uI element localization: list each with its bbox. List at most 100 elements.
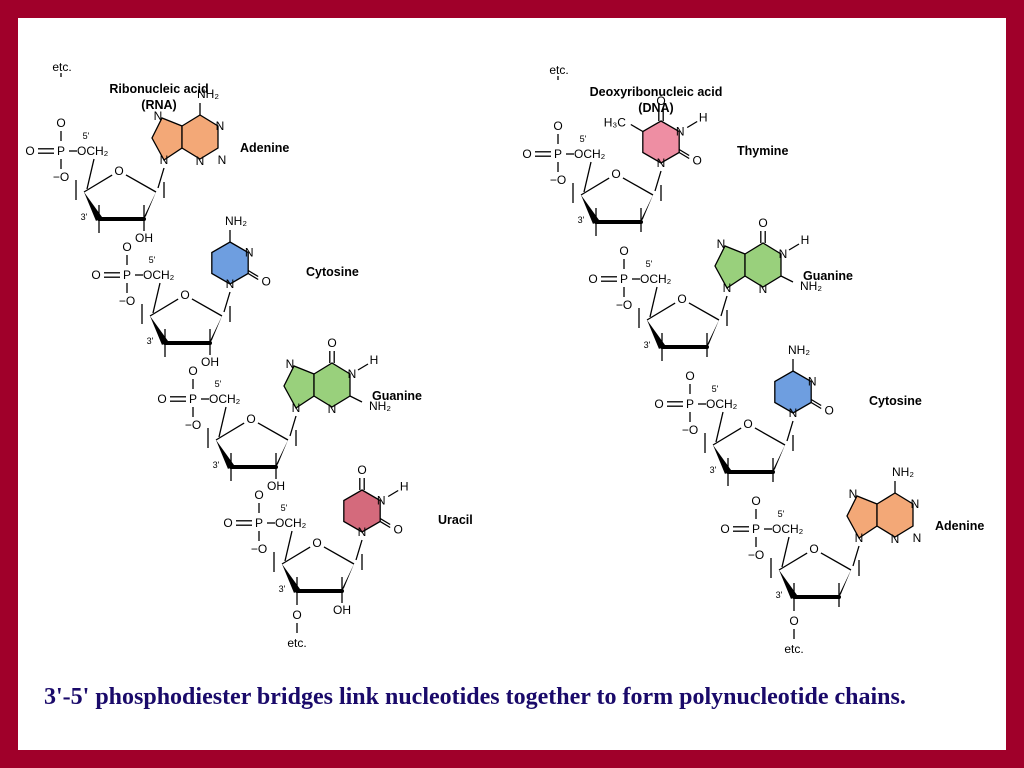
ring-nitrogen: N	[849, 487, 858, 501]
bond-line	[83, 174, 113, 193]
bond-line	[215, 422, 245, 441]
phosphate-oxygen: O	[157, 392, 166, 406]
base-ring	[343, 489, 381, 533]
phosphate-oxygen: O	[522, 147, 531, 161]
wedge-bond	[647, 320, 665, 349]
three-prime-label: 3'	[710, 465, 717, 475]
bond-line	[630, 123, 644, 133]
phosphate-oxygen: O	[223, 516, 232, 530]
wedge-bond	[150, 316, 168, 345]
wedge-bond	[84, 192, 102, 221]
bond-line	[355, 539, 363, 561]
ring-nitrogen: N	[286, 357, 295, 371]
bond-line	[754, 427, 786, 446]
panel-subtitle: (RNA)	[141, 98, 176, 112]
phosphate-oxygen: O	[122, 240, 131, 254]
phosphate-oxygen: O	[254, 488, 263, 502]
amino-group: NH₂	[800, 279, 822, 293]
phosphate-oxygen: O	[25, 144, 34, 158]
carbonyl-oxygen: O	[357, 463, 366, 477]
bond-line	[786, 420, 794, 442]
ring-nitrogen: N	[808, 375, 817, 389]
och2-label: OCH₂	[143, 268, 175, 282]
wedge-bond	[581, 195, 599, 224]
ring-nitrogen: N	[779, 247, 788, 261]
hydroxyl-label: OH	[333, 603, 351, 617]
phosphate-oxygen: −O	[748, 548, 764, 562]
hydroxyl-label: OH	[201, 355, 219, 369]
three-prime-label: 3'	[644, 340, 651, 350]
ring-nitrogen: N	[160, 153, 169, 167]
methyl-group: H₃C	[604, 116, 627, 130]
five-prime-label: 5'	[778, 509, 785, 519]
bond-line	[247, 272, 259, 281]
phosphorus-atom: P	[620, 272, 628, 286]
bond-line	[678, 151, 690, 160]
base-ring	[283, 365, 315, 409]
ring-nitrogen: N	[328, 402, 337, 416]
bond-line	[646, 302, 676, 321]
five-prime-label: 5'	[83, 131, 90, 141]
five-prime-label: 5'	[712, 384, 719, 394]
carbonyl-oxygen: O	[656, 94, 665, 108]
bond-line	[323, 546, 355, 565]
phosphate-oxygen: O	[619, 244, 628, 258]
bond-line	[289, 415, 297, 437]
bond-line	[583, 161, 592, 193]
ring-nitrogen: N	[657, 156, 666, 170]
bond-line	[125, 174, 157, 193]
base-name-guanine: Guanine	[803, 269, 853, 283]
ring-oxygen: O	[312, 536, 321, 550]
phosphate-oxygen: −O	[251, 542, 267, 556]
wedge-bond	[713, 445, 731, 474]
base-name-guanine: Guanine	[372, 389, 422, 403]
base-name-cytosine: Cytosine	[306, 265, 359, 279]
terminal-oxygen: O	[292, 608, 301, 622]
bond-line	[284, 530, 293, 562]
hydrogen-label: H	[400, 480, 409, 494]
och2-label: OCH₂	[706, 397, 738, 411]
phosphate-oxygen: O	[588, 272, 597, 286]
phosphate-oxygen: O	[188, 364, 197, 378]
ring-oxygen: O	[743, 417, 752, 431]
ring-nitrogen: N	[911, 497, 920, 511]
base-name-cytosine: Cytosine	[869, 394, 922, 408]
phosphate-oxygen: O	[685, 369, 694, 383]
etc-label: etc.	[784, 642, 803, 656]
slide-caption: 3'-5' phosphodiester bridges link nucleo…	[44, 684, 906, 710]
bond-line	[712, 427, 742, 446]
base-ring	[211, 241, 249, 285]
hydrogen-label: H	[699, 111, 708, 125]
bond-line	[678, 148, 690, 157]
amino-group: NH₂	[788, 343, 810, 357]
carbonyl-oxygen: O	[758, 216, 767, 230]
carbonyl-oxygen: O	[693, 154, 702, 168]
ring-nitrogen: N	[226, 277, 235, 291]
phosphate-oxygen: O	[654, 397, 663, 411]
panel-subtitle: (DNA)	[638, 101, 673, 115]
phosphorus-atom: P	[255, 516, 263, 530]
phosphate-oxygen: O	[56, 116, 65, 130]
phosphate-oxygen: −O	[53, 170, 69, 184]
phosphorus-atom: P	[554, 147, 562, 161]
bond-line	[379, 520, 391, 529]
etc-label: etc.	[52, 60, 71, 74]
hydroxyl-label: OH	[267, 479, 285, 493]
och2-label: OCH₂	[640, 272, 672, 286]
amino-group: NH₂	[197, 87, 219, 101]
phosphate-oxygen: −O	[185, 418, 201, 432]
ring-nitrogen: N	[377, 494, 386, 508]
base-ring	[846, 495, 878, 539]
ring-nitrogen: N	[348, 367, 357, 381]
hydrogen-label: H	[370, 353, 379, 367]
och2-label: OCH₂	[772, 522, 804, 536]
och2-label: OCH₂	[209, 392, 241, 406]
base-ring	[774, 370, 812, 414]
